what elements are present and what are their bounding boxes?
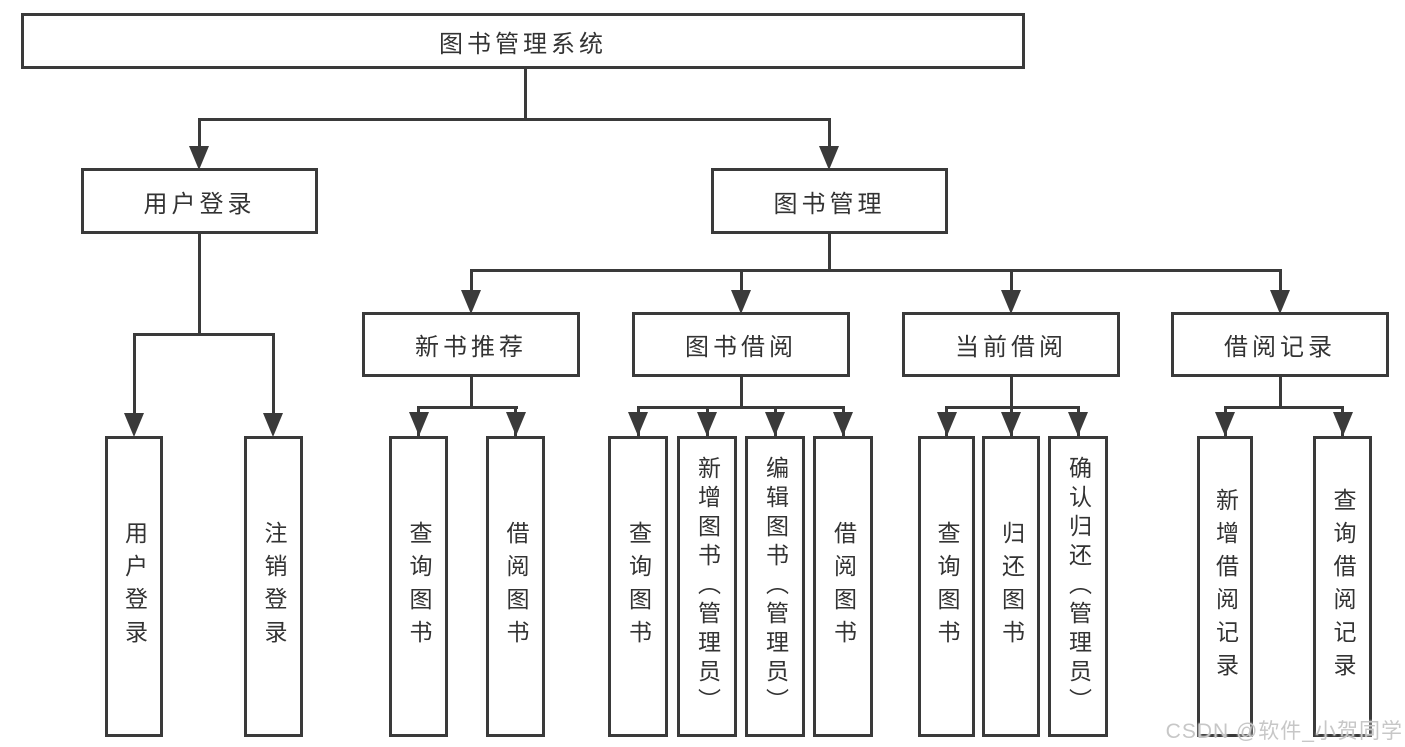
connector-line	[198, 234, 201, 336]
leaf-add-book-admin: 新增图书（管理员）	[677, 436, 737, 737]
arrowhead-icon	[1270, 290, 1290, 314]
arrowhead-icon	[263, 413, 283, 437]
connector-line	[272, 333, 275, 417]
node-book-management: 图书管理	[711, 168, 948, 234]
node-user-login: 用户登录	[81, 168, 318, 234]
arrowhead-icon	[731, 290, 751, 314]
arrowhead-icon	[189, 146, 209, 170]
node-library-management-system: 图书管理系统	[21, 13, 1025, 69]
arrowhead-icon	[819, 146, 839, 170]
arrowhead-icon	[628, 412, 648, 436]
leaf-query-book-3: 查询图书	[918, 436, 975, 737]
node-borrow-record: 借阅记录	[1171, 312, 1389, 377]
connector-line	[1010, 377, 1013, 408]
leaf-logout: 注销登录	[244, 436, 303, 737]
connector-line	[133, 333, 275, 336]
connector-line	[1279, 377, 1282, 408]
arrowhead-icon	[1068, 412, 1088, 436]
leaf-query-book-2: 查询图书	[608, 436, 668, 737]
arrowhead-icon	[765, 412, 785, 436]
connector-line	[133, 333, 136, 417]
arrowhead-icon	[506, 412, 526, 436]
connector-line	[470, 269, 473, 295]
connector-line	[198, 118, 831, 121]
leaf-user-login: 用户登录	[105, 436, 163, 737]
watermark: CSDN @软件_小贺同学	[1165, 720, 1403, 743]
node-new-book-recommend: 新书推荐	[362, 312, 580, 377]
arrowhead-icon	[833, 412, 853, 436]
leaf-borrow-book-1: 借阅图书	[486, 436, 545, 737]
connector-line	[828, 234, 831, 272]
arrowhead-icon	[1333, 412, 1353, 436]
arrowhead-icon	[937, 412, 957, 436]
connector-line	[1224, 406, 1344, 409]
leaf-query-borrow-record: 查询借阅记录	[1313, 436, 1372, 737]
connector-line	[740, 377, 743, 408]
node-book-borrow: 图书借阅	[632, 312, 850, 377]
connector-line	[198, 118, 201, 150]
arrowhead-icon	[697, 412, 717, 436]
arrowhead-icon	[1001, 412, 1021, 436]
connector-line	[470, 269, 1282, 272]
arrowhead-icon	[1001, 290, 1021, 314]
connector-line	[1010, 269, 1013, 295]
connector-line	[1279, 269, 1282, 295]
connector-line	[524, 69, 527, 121]
leaf-confirm-return-admin: 确认归还（管理员）	[1048, 436, 1108, 737]
leaf-query-book-1: 查询图书	[389, 436, 448, 737]
leaf-borrow-book-2: 借阅图书	[813, 436, 873, 737]
connector-line	[470, 377, 473, 408]
arrowhead-icon	[124, 413, 144, 437]
connector-line	[828, 118, 831, 150]
connector-line	[417, 406, 518, 409]
leaf-add-borrow-record: 新增借阅记录	[1197, 436, 1253, 737]
arrowhead-icon	[1215, 412, 1235, 436]
connector-line	[637, 406, 845, 409]
leaf-edit-book-admin: 编辑图书（管理员）	[745, 436, 805, 737]
connector-line	[740, 269, 743, 295]
arrowhead-icon	[409, 412, 429, 436]
node-current-borrow: 当前借阅	[902, 312, 1120, 377]
leaf-return-book: 归还图书	[982, 436, 1040, 737]
arrowhead-icon	[461, 290, 481, 314]
